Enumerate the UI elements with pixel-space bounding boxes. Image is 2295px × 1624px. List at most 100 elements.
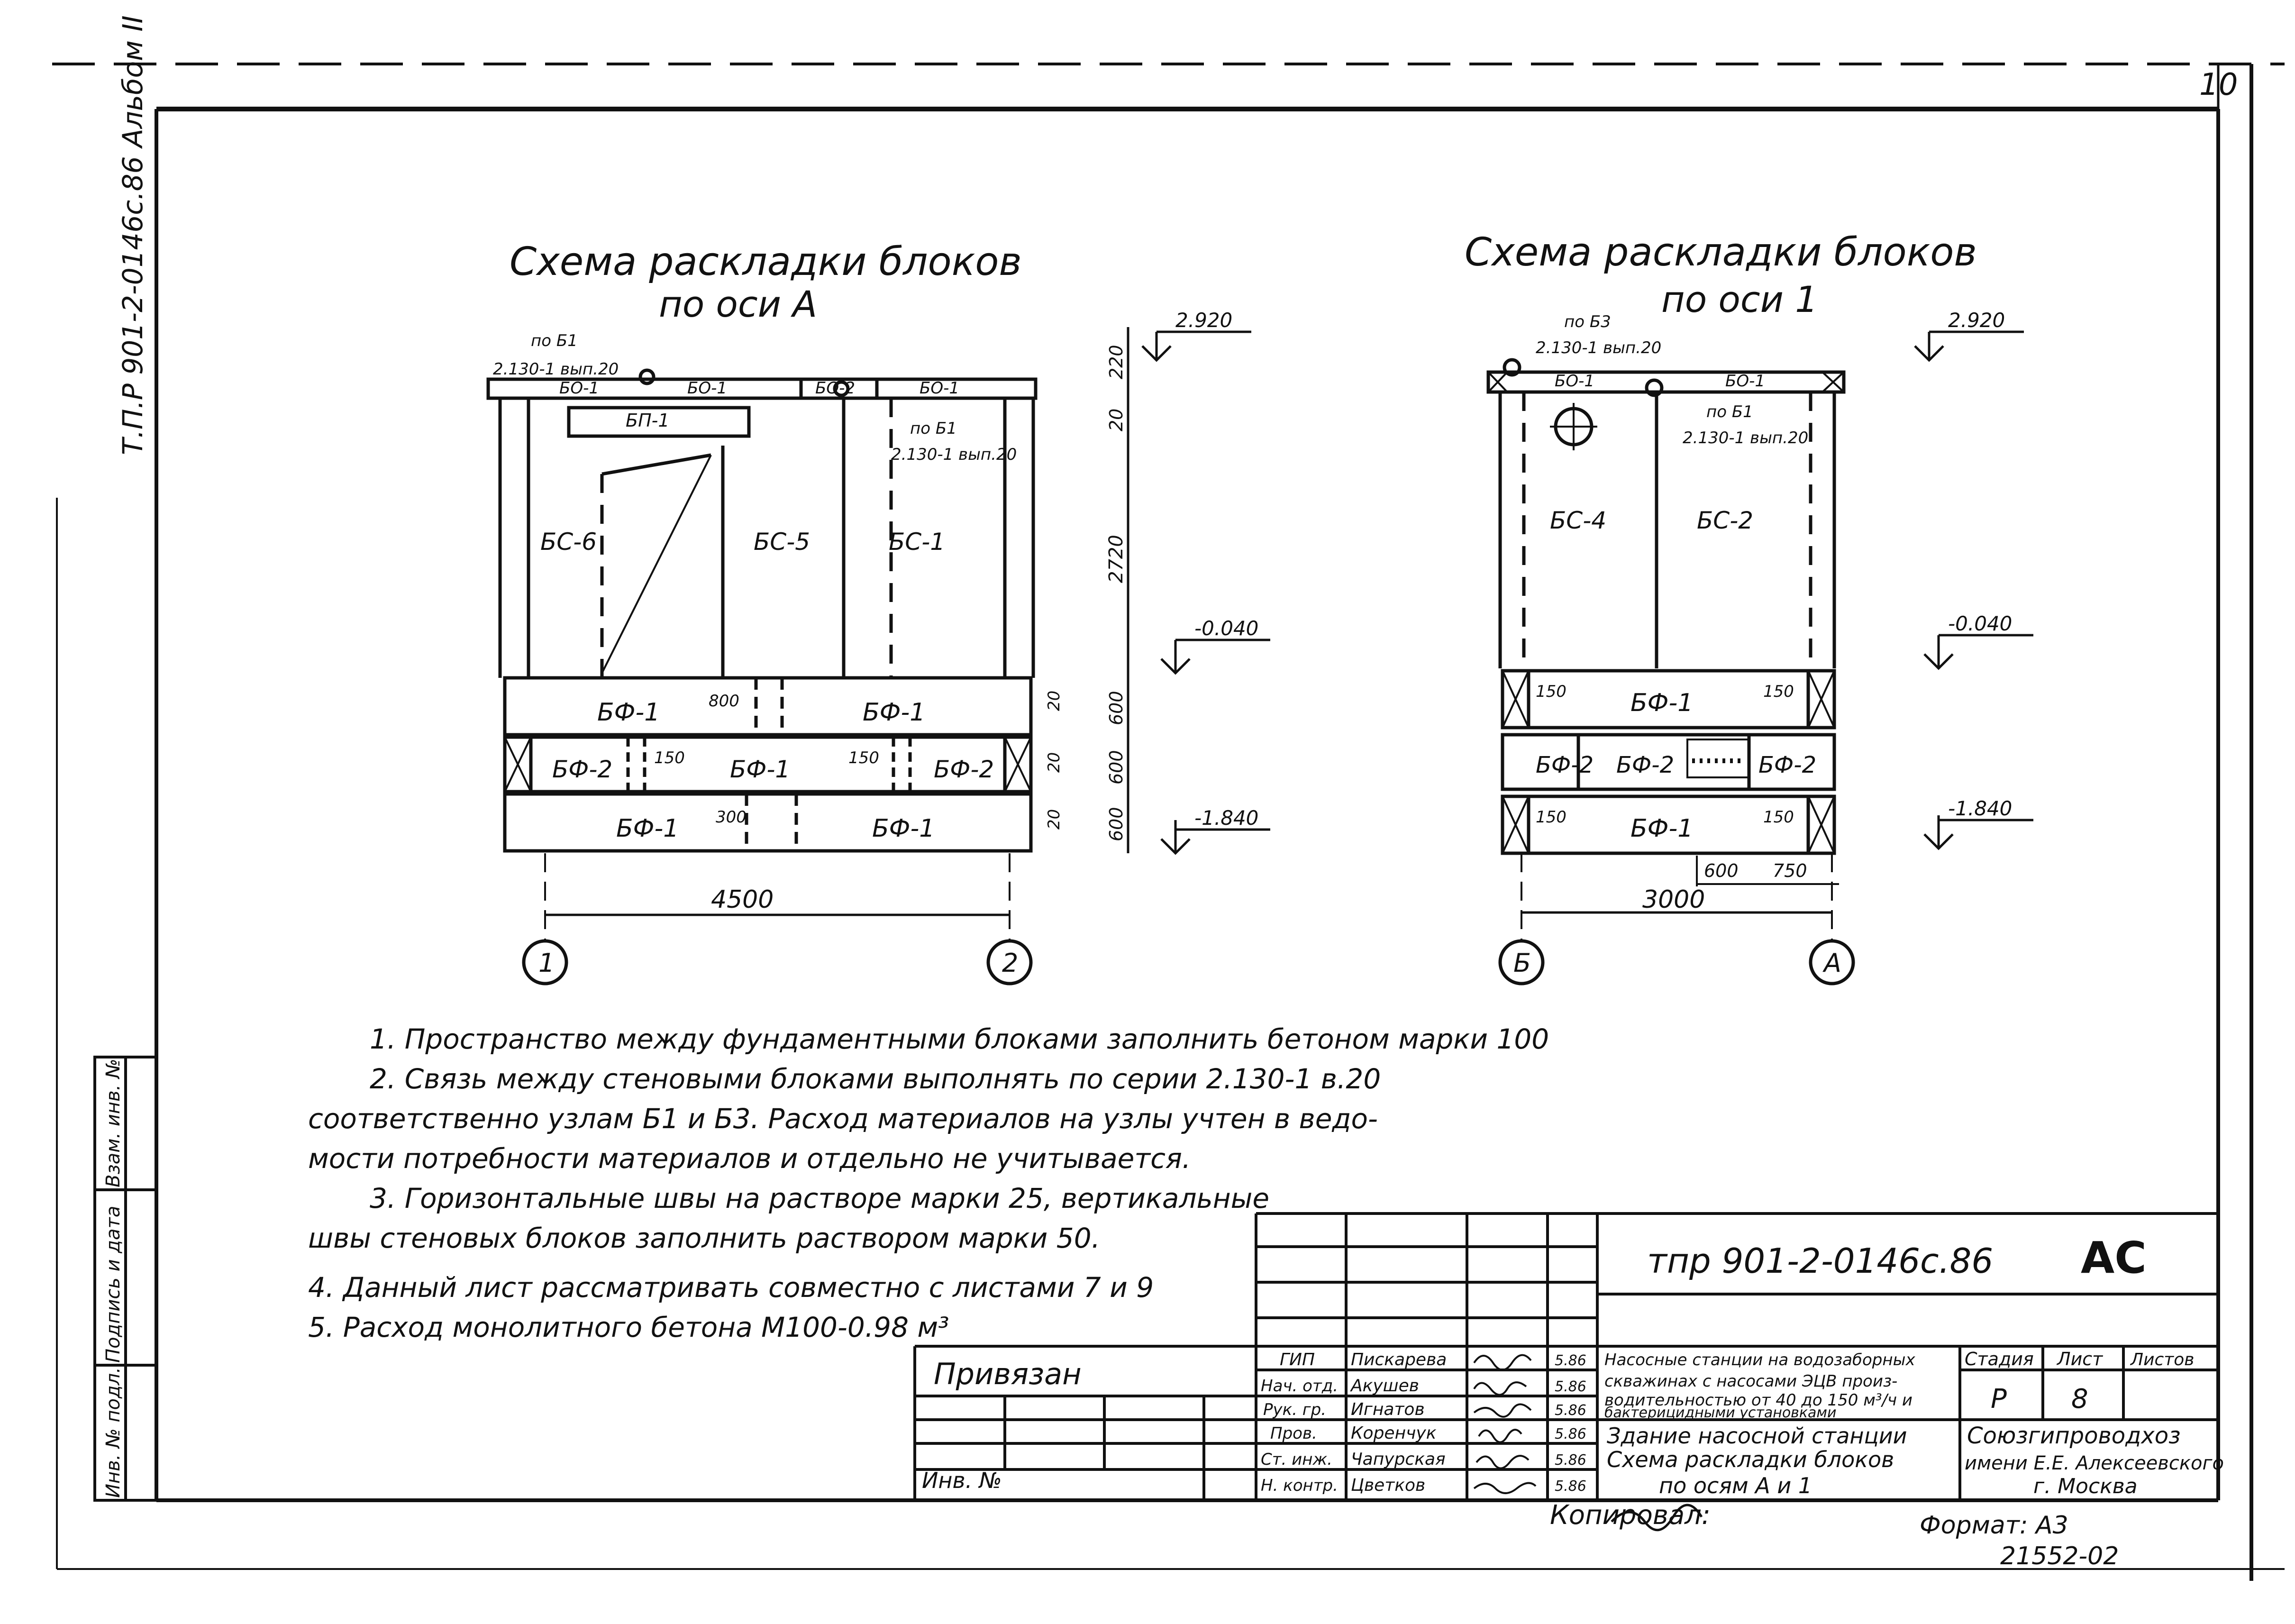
sheet-label: Лист [2056,1349,2104,1369]
scheme-1-title-2: по оси 1 [1661,278,1818,320]
title-block-roles: ГИП Нач. отд. Рук. гр. Пров. Ст. инж. Н.… [1261,1350,1586,1495]
scheme-a-dim-220: 220 [1106,345,1127,379]
format-label: Формат: А3 [1920,1511,2068,1540]
scheme-1-f2-b: БФ-2 [1616,752,1674,778]
scheme-a-ref-b1b-series: 2.130-1 вып.20 [891,445,1017,464]
left-strip-inv: Инв. № подл. [102,1367,124,1498]
scheme-a-dim-600b: 600 [1106,750,1127,785]
scheme-a-wall-2: БС-5 [754,528,810,556]
stage-label: Стадия [1965,1349,2034,1369]
scheme-a-elev-top: 2.920 [1175,309,1232,332]
scheme-a-width: 4500 [711,885,774,914]
scheme-1-axis-right: А [1822,948,1841,978]
scheme-a-dim-600a: 600 [1106,691,1127,725]
scheme-a-axis-left: 1 [538,948,555,978]
note-2c: мости потребности материалов и отдельно … [308,1142,1191,1175]
left-strip-sign: Подпись и дата [102,1206,124,1363]
scheme-1-title-1: Схема раскладки блоков [1465,230,1977,275]
scheme-a-beam-1: БО-1 [559,379,599,398]
scheme-a-dim-20b: 20 [1045,691,1064,711]
sheet-title-1: Здание насосной станции [1607,1423,1907,1449]
date-1: 5.86 [1555,1378,1586,1395]
name-1: Акушев [1350,1376,1419,1396]
scheme-a-elev-bot: -1.840 [1194,806,1258,830]
scheme-1-gap-150d: 150 [1763,808,1794,827]
album-stamp: Т.П.Р 901-2-0146с.86 Альбом II [117,15,149,455]
scheme-1-gap-150b: 150 [1763,682,1794,701]
name-4: Чапурская [1351,1450,1446,1469]
date-0: 5.86 [1555,1352,1586,1369]
role-5: Н. контр. [1261,1476,1338,1495]
scheme-a-dim-600c: 600 [1106,807,1127,841]
scheme-a-f2-b: БФ-1 [730,756,790,783]
object-desc-1: Насосные станции на водозаборных [1604,1350,1915,1369]
scheme-1-axis-left: Б [1513,948,1531,978]
scheme-a-beam-2: БО-1 [687,379,727,398]
object-desc-2: скважинах с насосами ЭЦВ произ- [1604,1372,1897,1391]
scheme-a-dim-2720: 2720 [1105,535,1127,583]
scheme-a-f3-a: БФ-1 [616,814,679,843]
scheme-a-dim-20d: 20 [1045,809,1064,830]
role-4: Ст. инж. [1261,1450,1332,1469]
object-desc-4: бактерицидными установками [1604,1405,1837,1421]
scheme-1: Схема раскладки блоков по оси 1 [1465,230,2033,985]
scheme-a-f2-a: БФ-2 [552,756,612,783]
sheet-value: 8 [2071,1384,2088,1414]
project-code: тпр 901-2-0146с.86 [1647,1241,1994,1281]
scheme-1-ref-b1-series: 2.130-1 вып.20 [1683,429,1808,447]
org-city: г. Москва [2033,1474,2138,1498]
scheme-1-ref-b3: по Б3 [1564,312,1611,331]
role-1: Нач. отд. [1261,1377,1338,1396]
scheme-1-ref-b3-series: 2.130-1 вып.20 [1536,338,1661,357]
title-block [913,1212,2218,1500]
org-line2: имени Е.Е. Алексеевского [1965,1452,2224,1474]
object-desc-3: водительностью от 40 до 150 м³/ч и [1604,1391,1912,1410]
scheme-a-title-2: по оси А [659,283,817,325]
scheme-a-f2-c: БФ-2 [934,756,994,783]
name-2: Игнатов [1351,1400,1425,1419]
sheet-title-2: Схема раскладки блоков [1607,1447,1894,1472]
scheme-a-f1-a: БФ-1 [597,698,660,727]
date-4: 5.86 [1555,1452,1586,1469]
scheme-a-dim-20c: 20 [1045,752,1064,773]
drawing-mark: АС [2081,1232,2147,1283]
scheme-a-gap-800: 800 [709,692,739,711]
scheme-a-ref-b1b: по Б1 [910,419,957,438]
scheme-a-axis-right: 2 [1002,948,1018,978]
scheme-1-f1: БФ-1 [1630,689,1693,717]
scheme-1-ref-b1: по Б1 [1706,402,1753,421]
scheme-1-gap-150a: 150 [1536,682,1566,701]
name-0: Пискарева [1351,1350,1447,1369]
inv-label: Инв. № [922,1468,1002,1493]
sheet-title-3: по осям А и 1 [1659,1473,1812,1498]
date-5: 5.86 [1555,1478,1586,1495]
note-1: 1. Пространство между фундаментными блок… [370,1023,1549,1055]
sheet-frame [52,63,2285,1581]
scheme-a: Схема раскладки блоков по оси А [486,239,1270,985]
scheme-a-gap-150a: 150 [654,748,685,767]
scheme-1-elev-top: 2.920 [1948,309,2005,332]
copied-label: Копировал: [1550,1500,1711,1531]
scheme-a-gap-300: 300 [716,808,747,827]
scheme-1-elev-mid: -0.040 [1948,612,2012,635]
scheme-a-lintel: БП-1 [626,410,670,431]
note-3: 3. Горизонтальные швы на растворе марки … [370,1182,1270,1214]
left-strip-replace: Взам. инв. № [102,1058,124,1187]
scheme-a-beam-4: БО-1 [920,379,959,398]
sheets-label: Листов [2130,1350,2194,1369]
title-block-signatures [1473,1354,1703,1532]
scheme-a-elev-mid: -0.040 [1194,617,1258,640]
scheme-1-f2-c: БФ-2 [1758,752,1816,778]
date-2: 5.86 [1555,1402,1586,1419]
scheme-1-wall-2: БС-2 [1697,507,1753,534]
scheme-a-gap-150b: 150 [848,748,879,767]
stage-value: Р [1991,1384,2007,1414]
scheme-a-beam-3: БО-2 [815,379,855,398]
note-2: 2. Связь между стеновыми блоками выполня… [370,1063,1381,1095]
org-name: Союзгипроводхоз [1967,1423,2181,1449]
name-3: Коренчук [1351,1423,1437,1443]
order-number: 21552-02 [2000,1542,2119,1570]
scheme-1-wall-1: БС-4 [1550,507,1606,534]
scheme-a-ref-b1: по Б1 [531,331,578,350]
role-3: Пров. [1270,1424,1317,1443]
